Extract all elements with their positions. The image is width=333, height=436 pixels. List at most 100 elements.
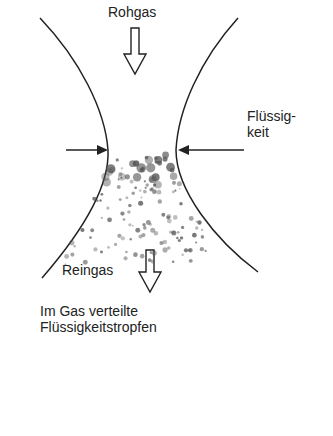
droplet: [100, 251, 103, 254]
droplet: [148, 258, 152, 262]
droplet: [163, 240, 167, 244]
droplet: [167, 214, 172, 219]
droplet: [101, 217, 103, 219]
droplet: [146, 183, 149, 186]
droplet: [142, 223, 145, 226]
droplet: [145, 156, 149, 160]
droplet: [197, 220, 201, 224]
droplet: [141, 233, 145, 237]
droplet: [90, 228, 94, 232]
droplet: [132, 192, 135, 195]
droplet: [166, 163, 175, 172]
droplet: [89, 236, 92, 239]
droplet: [172, 190, 175, 193]
droplet: [106, 206, 109, 209]
droplet: [176, 237, 178, 239]
droplet: [172, 260, 175, 263]
droplet: [117, 185, 121, 189]
droplet: [152, 250, 157, 255]
droplet: [143, 190, 147, 194]
droplet: [117, 234, 121, 238]
droplet: [150, 228, 155, 233]
droplet: [180, 236, 183, 239]
droplet: [96, 200, 98, 202]
droplet: [200, 247, 204, 251]
droplet: [189, 216, 194, 221]
droplet: [158, 199, 162, 203]
droplet: [145, 156, 153, 164]
droplet: [181, 226, 184, 229]
droplet: [123, 256, 127, 260]
droplet: [138, 201, 143, 206]
droplet: [99, 199, 101, 201]
droplet: [106, 168, 114, 176]
droplet: [64, 254, 69, 259]
droplet: [135, 228, 140, 233]
droplet: [189, 259, 193, 263]
droplet: [143, 226, 147, 230]
droplet: [201, 235, 205, 239]
droplet: [140, 197, 142, 199]
droplet: [129, 160, 136, 167]
droplet: [121, 167, 123, 169]
droplet: [201, 229, 203, 231]
droplet: [157, 190, 162, 195]
droplet: [184, 248, 188, 252]
droplet: [130, 180, 134, 184]
droplet: [167, 219, 172, 224]
gas-inlet-label: Rohgas: [108, 4, 188, 20]
droplet: [133, 173, 141, 181]
droplet: [140, 168, 144, 172]
liquid-arrow: [66, 149, 100, 150]
droplet: [171, 230, 175, 234]
droplet: [170, 172, 177, 179]
droplet: [73, 245, 75, 247]
droplet: [107, 246, 110, 249]
droplet: [173, 215, 178, 220]
droplet: [134, 186, 137, 189]
droplet: [151, 187, 154, 190]
droplet: [139, 189, 141, 191]
droplet: [132, 225, 134, 227]
droplet: [149, 223, 152, 226]
droplet: [192, 233, 197, 238]
liquid-label: Flüssig- keit: [247, 108, 309, 140]
droplet: [163, 247, 168, 252]
droplet: [120, 211, 124, 215]
droplet: [69, 240, 74, 245]
caption: Im Gas verteilte Flüssigkeitstropfen: [40, 303, 215, 335]
droplet: [171, 230, 176, 235]
droplet: [128, 223, 131, 226]
liquid-arrowhead: [97, 145, 108, 155]
droplet: [146, 163, 155, 172]
droplet: [188, 248, 193, 253]
droplet: [129, 238, 131, 240]
droplet: [172, 181, 176, 185]
gas-inlet-arrow: [124, 28, 146, 74]
droplet: [178, 239, 181, 242]
droplet: [179, 202, 183, 206]
droplet: [145, 187, 147, 189]
droplet: [125, 251, 127, 253]
droplet: [181, 254, 184, 257]
droplet: [204, 250, 206, 252]
nozzle-wall: [176, 18, 258, 272]
droplet: [70, 253, 74, 257]
droplet: [118, 173, 126, 181]
droplet: [149, 177, 154, 182]
droplet: [154, 156, 158, 160]
liquid-arrowhead: [178, 145, 189, 155]
droplet: [80, 228, 84, 232]
droplet: [133, 252, 138, 257]
droplet: [174, 190, 176, 192]
droplet: [144, 180, 146, 182]
droplet: [177, 231, 180, 234]
droplet: [119, 198, 122, 201]
droplet: [92, 197, 96, 201]
droplet: [140, 254, 145, 259]
droplet: [107, 217, 112, 222]
droplet: [127, 210, 130, 213]
droplet: [100, 193, 103, 196]
droplet: [128, 204, 132, 208]
droplet: [125, 196, 128, 199]
